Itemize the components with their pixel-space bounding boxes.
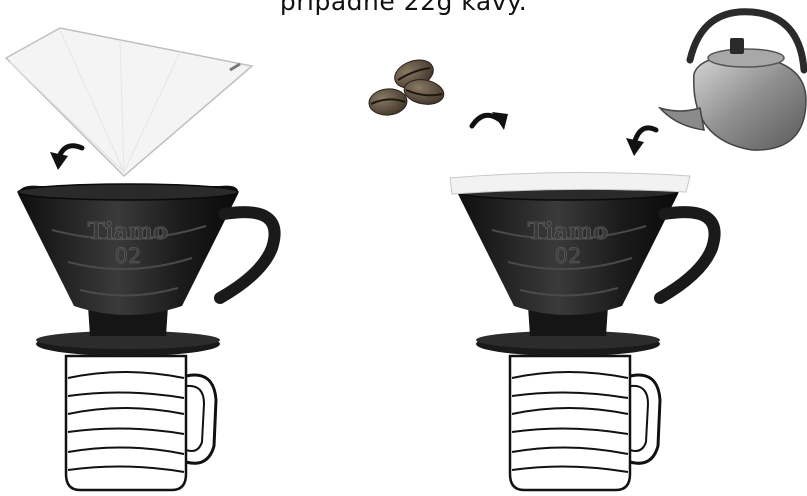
dripper-size-label: 02: [115, 244, 142, 268]
step-2-group: Tiamo 02: [368, 12, 806, 490]
coffee-beans-icon: [368, 55, 446, 117]
kettle-icon: [660, 12, 806, 150]
dripper: Tiamo 02: [18, 184, 275, 356]
curved-arrow-icon: [472, 112, 508, 130]
mug: [66, 356, 216, 490]
mug: [510, 356, 660, 490]
dripper: Tiamo 02: [450, 172, 715, 356]
curved-arrow-icon: [626, 128, 656, 156]
step-1-group: Tiamo 02: [6, 28, 275, 490]
dripper-brand-label: Tiamo: [88, 218, 168, 245]
dripper-size-label: 02: [555, 244, 582, 268]
curved-arrow-icon: [50, 146, 82, 170]
paper-filter-icon: [6, 28, 252, 176]
dripper-brand-label: Tiamo: [528, 218, 608, 245]
